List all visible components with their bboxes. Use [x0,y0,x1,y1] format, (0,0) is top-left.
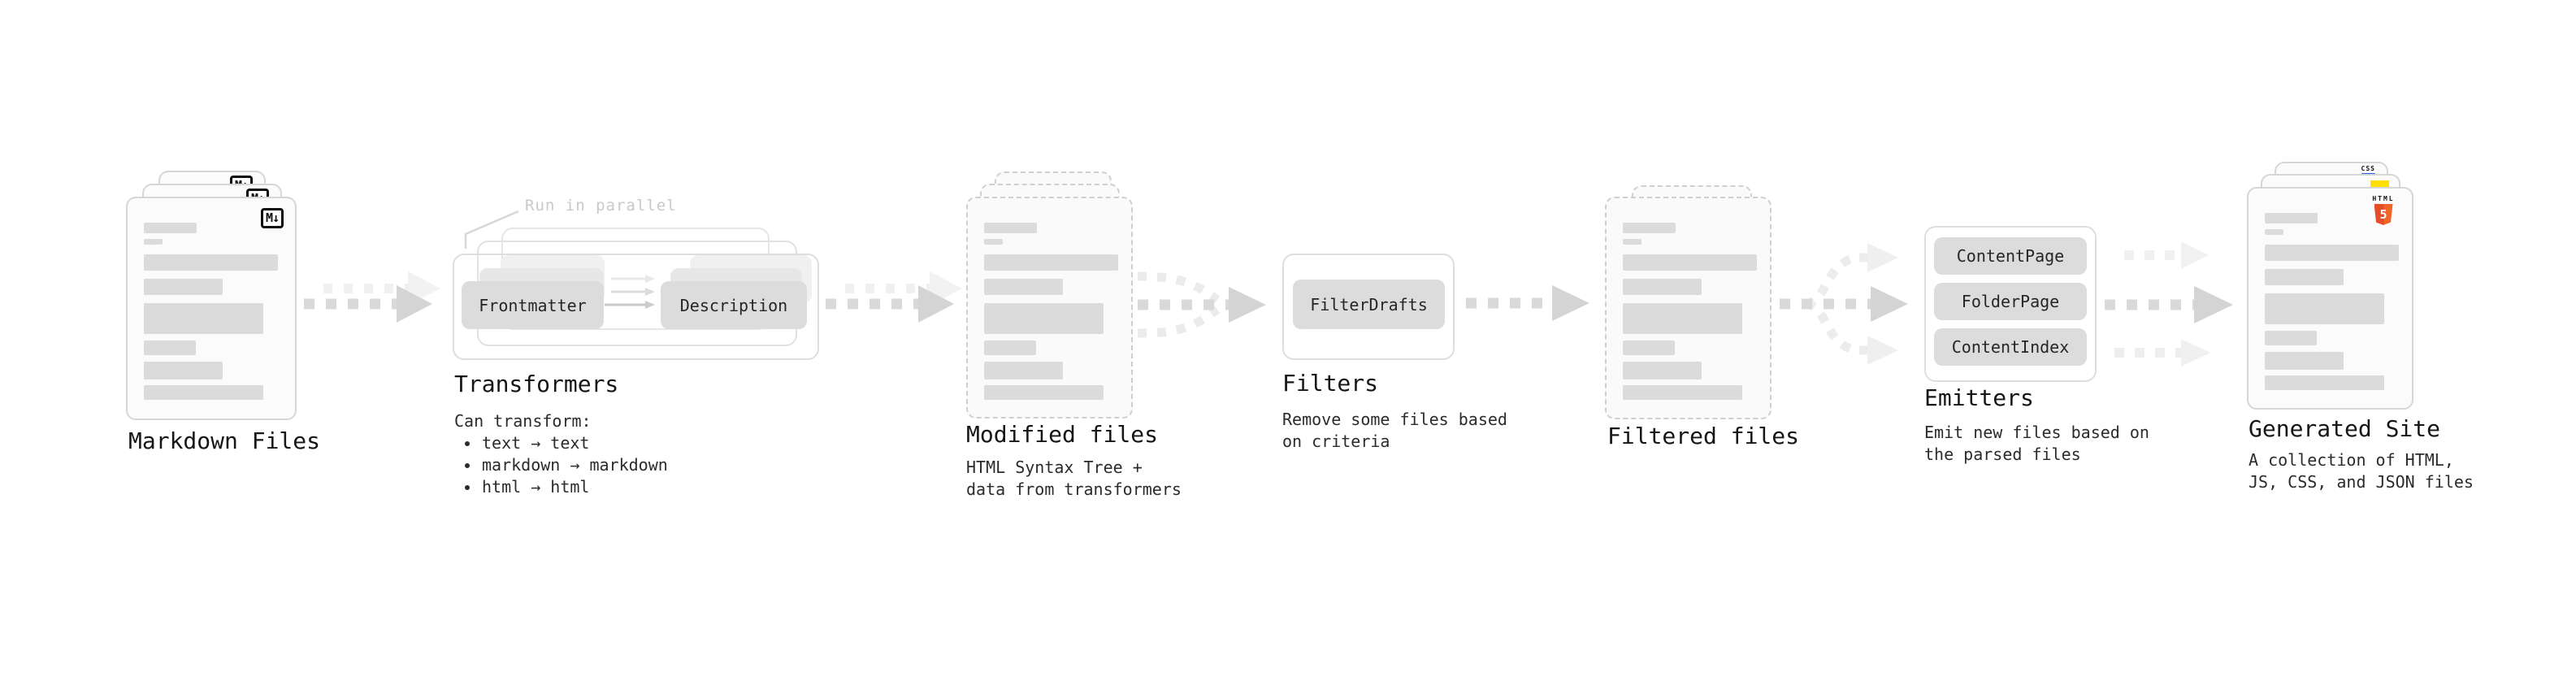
stage-title-filters: Filters [1282,370,1379,397]
annotation-leader-line [464,210,519,249]
bullet-item: html → html [454,476,668,498]
skeleton-bar [1623,254,1757,271]
description-line: Emit new files based on [1924,423,2149,442]
generated-site-description: A collection of HTML, JS, CSS, and JSON … [2249,449,2474,493]
description-line: A collection of HTML, [2249,450,2454,470]
stage-title-transformers: Transformers [454,371,619,397]
skeleton-bar [1623,303,1742,334]
skeleton-bar [2265,229,2283,235]
transformer-node-description: Description [661,281,807,329]
skeleton-bar [144,303,263,334]
flow-arrow-modified-to-filters [1137,271,1266,338]
skeleton-bar [1623,385,1742,400]
skeleton-bar [984,340,1036,355]
skeleton-bar [2265,331,2317,345]
html5-icon: HTML 5 [2366,196,2400,225]
skeleton-bar [1623,340,1675,355]
skeleton-bar [984,385,1104,400]
skeleton-bar [144,239,163,245]
skeleton-bar [144,385,263,400]
skeleton-bar [1623,239,1641,245]
transformers-subtitle: Can transform: [454,411,592,431]
skeleton-bar [1623,362,1702,380]
description-line: the parsed files [1924,445,2081,464]
skeleton-bar [144,254,278,271]
modified-files-description: HTML Syntax Tree + data from transformer… [966,457,1182,501]
skeleton-bar [144,340,196,355]
file-content-skeleton [1607,198,1770,400]
skeleton-bar [144,223,197,233]
stage-title-filtered-files: Filtered files [1607,423,1800,449]
description-line: data from transformers [966,479,1182,499]
file-content-skeleton [968,198,1131,400]
skeleton-bar [984,239,1003,245]
flow-arrow-markdown-to-transformers [304,271,440,323]
modified-file-card-front [966,197,1133,419]
filtered-file-card-front [1605,197,1772,419]
emitters-description: Emit new files based on the parsed files [1924,422,2149,466]
filter-node-filterdrafts: FilterDrafts [1293,280,1445,329]
description-line: Remove some files based [1282,410,1507,429]
run-in-parallel-annotation: Run in parallel [525,197,677,215]
flow-arrow-filters-to-filtered [1466,285,1589,321]
skeleton-bar [2265,352,2344,370]
skeleton-bar [984,254,1118,271]
bullet-item: markdown → markdown [454,454,668,476]
skeleton-bar [2265,375,2384,390]
skeleton-bar [1623,223,1676,233]
flow-arrow-transformers-to-modified [826,271,962,323]
skeleton-bar [984,362,1063,380]
skeleton-bar [984,303,1104,334]
stage-title-emitters: Emitters [1924,384,2034,411]
filters-description: Remove some files based on criteria [1282,409,1507,453]
transformers-description: Can transform: text → text markdown → ma… [454,410,668,498]
stage-title-markdown-files: Markdown Files [128,427,321,454]
skeleton-bar [984,279,1063,295]
skeleton-bar [2265,245,2399,261]
skeleton-bar [2265,213,2318,223]
transformer-node-frontmatter: Frontmatter [462,281,604,329]
emitter-node-contentpage: ContentPage [1934,237,2087,275]
transformers-bullet-list: text → text markdown → markdown html → h… [454,432,668,498]
css-icon-label: CSS [2361,165,2375,172]
file-content-skeleton [128,198,295,400]
flow-arrow-emitters-to-site [2105,241,2233,367]
emitter-node-contentindex: ContentIndex [1934,328,2087,366]
parallel-arrows-icon [605,275,655,309]
skeleton-bar [144,362,223,380]
emitter-node-folderpage: FolderPage [1934,283,2087,320]
flow-arrow-filtered-to-emitters [1780,243,1908,365]
markdown-icon: M↓ [260,208,284,228]
skeleton-bar [2265,269,2344,285]
transformers-panel-front [453,254,819,360]
site-file-card-html: HTML 5 [2247,187,2413,410]
skeleton-bar [984,223,1037,233]
description-line: on criteria [1282,432,1390,451]
js-icon [2370,180,2389,189]
description-line: JS, CSS, and JSON files [2249,472,2474,492]
stage-title-modified-files: Modified files [966,421,1159,448]
stage-title-generated-site: Generated Site [2249,415,2441,442]
html5-icon-label: HTML [2372,195,2395,202]
skeleton-bar [1623,279,1702,295]
file-content-skeleton [2249,189,2412,390]
html5-shield: 5 [2374,204,2393,225]
skeleton-bar [2265,293,2384,324]
markdown-file-card-front: M↓ [126,197,297,420]
bullet-item: text → text [454,432,668,454]
description-line: HTML Syntax Tree + [966,458,1143,477]
skeleton-bar [144,279,223,295]
